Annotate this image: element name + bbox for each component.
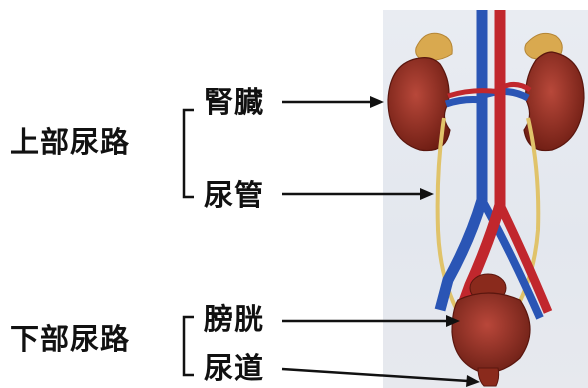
urethra-label: 尿道 (204, 354, 264, 383)
ureter-arrow (282, 188, 434, 200)
urethra (478, 368, 499, 386)
upper-urinary-tract-label: 上部尿路 (10, 128, 130, 157)
kidney-label: 腎臓 (204, 88, 264, 117)
lower-bracket (184, 317, 194, 375)
bladder-arrow (282, 315, 460, 327)
upper-bracket (184, 110, 194, 197)
ureter-label: 尿管 (204, 181, 264, 210)
bladder (452, 293, 530, 373)
bladder-label: 膀胱 (204, 305, 264, 334)
urethra-arrow (282, 369, 480, 387)
lower-urinary-tract-label: 下部尿路 (10, 325, 130, 354)
kidney-arrow (282, 96, 384, 108)
left-adrenal-gland (416, 33, 453, 60)
